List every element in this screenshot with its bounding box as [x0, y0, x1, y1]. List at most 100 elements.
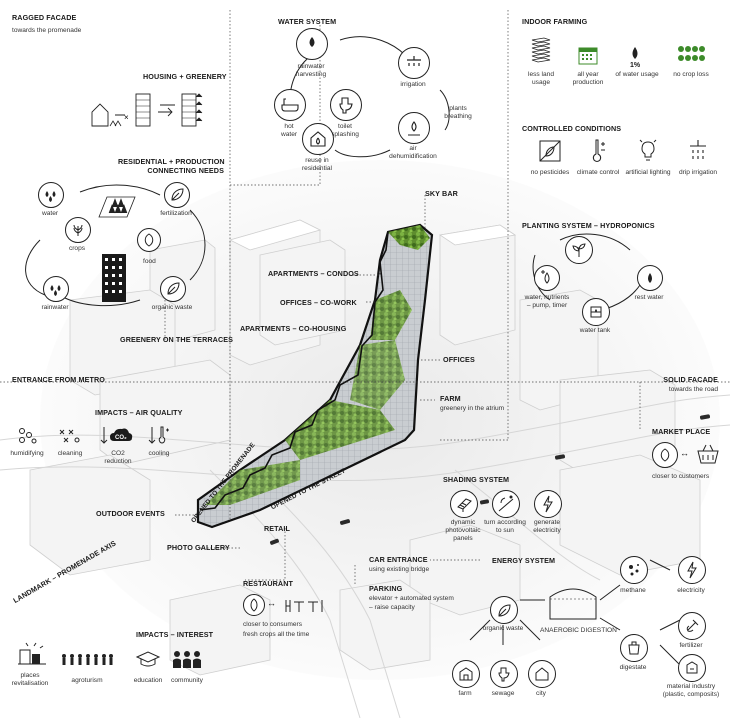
water-tank-icon	[582, 298, 610, 326]
energy-sewage: sewage	[491, 690, 515, 697]
indoor-water-usage: of water usage	[615, 71, 659, 78]
label-apartments-cohousing: APARTMENTS – CO-HOUSING	[240, 324, 347, 333]
air-humidifying: humidifying	[10, 450, 44, 457]
interest-places: places	[20, 672, 40, 679]
air-co2: CO2	[111, 450, 125, 457]
indoor-water-percent: 1%	[629, 62, 641, 69]
label-energy-system: ENERGY SYSTEM	[492, 556, 556, 565]
city-house-icon	[528, 660, 556, 688]
lightning-icon	[534, 490, 562, 518]
digestate-icon	[620, 634, 648, 662]
market-leaf-icon	[652, 442, 678, 468]
interest-community: community	[171, 677, 203, 684]
interest-revitalisation: revitalisation	[11, 680, 49, 687]
air-cleaning: cleaning	[57, 450, 83, 457]
tower-block-icon	[100, 252, 128, 304]
label-parking-sub2: – raise capacity	[369, 604, 415, 611]
label-retail: RETAIL	[264, 524, 291, 533]
crop-rows-icon	[677, 44, 705, 64]
energy-city: city	[536, 690, 546, 697]
house-drop-icon	[302, 123, 334, 155]
water-air-1: air	[409, 145, 417, 152]
energy-organic-icon	[490, 596, 518, 624]
svg-text:×: ×	[124, 113, 129, 122]
organic-waste-icon	[160, 276, 186, 302]
water-reuse-1: reuse in	[305, 157, 329, 164]
water-drops-icon	[38, 182, 64, 208]
controlled-climate: climate control	[576, 169, 620, 176]
label-parking: PARKING	[369, 584, 403, 593]
humidifying-icon	[16, 425, 40, 447]
exchange-arrows-icon: ↔	[680, 448, 689, 458]
hydro-water-2: – pump, timer	[526, 302, 568, 309]
water-hot-1: hot	[284, 123, 294, 130]
water-hot-2: water	[280, 131, 298, 138]
plant-sprout-icon	[565, 236, 593, 264]
connecting-crops: crops	[68, 245, 86, 252]
sun-angle-icon	[492, 490, 520, 518]
basket-icon	[696, 443, 720, 465]
label-water-system: WATER SYSTEM	[278, 17, 337, 26]
water-plants-1: plants	[449, 105, 467, 112]
label-sky-bar: SKY BAR	[425, 189, 458, 198]
label-photo-gallery: PHOTO GALLERY	[167, 543, 230, 552]
label-parking-sub1: elevator + automated system	[369, 595, 454, 602]
label-impacts-air: IMPACTS – AIR QUALITY	[95, 408, 183, 417]
water-harvesting-1: rainwater	[297, 63, 325, 70]
drip-irrigation-icon	[686, 138, 710, 164]
air-cooling: cooling	[148, 450, 170, 457]
restaurant-leaf-icon	[243, 594, 265, 616]
label-residential-production: RESIDENTIAL + PRODUCTION	[118, 157, 225, 166]
climate-control-icon	[588, 138, 608, 164]
calendar-icon	[577, 44, 599, 66]
graduation-cap-icon	[135, 650, 161, 670]
label-housing-greenery: HOUSING + GREENERY	[143, 72, 227, 81]
label-restaurant: RESTAURANT	[243, 579, 293, 588]
leaf-icon	[164, 182, 190, 208]
irrigation-icon	[398, 47, 430, 79]
label-offices: OFFICES	[443, 355, 475, 364]
svg-text:CO₂: CO₂	[115, 435, 127, 441]
cleaning-icon	[57, 425, 83, 447]
label-restaurant-sub2: fresh crops all the time	[243, 631, 310, 638]
water-air-2: dehumidification	[389, 153, 437, 160]
shading-to-sun: to sun	[496, 527, 514, 534]
label-entrance-metro: ENTRANCE FROM METRO	[12, 375, 105, 384]
crop-field-icon	[97, 193, 137, 219]
label-anaerobic: ANAEROBIC DIGESTION	[540, 627, 617, 634]
rainwater-icon	[43, 276, 69, 302]
shading-electricity: electricity	[533, 527, 561, 534]
sewage-toilet-icon	[490, 660, 518, 688]
energy-fertilizer: fertilizer	[679, 642, 703, 649]
label-farm-sub: greenery in the atrium	[440, 405, 505, 412]
pv-panel-icon	[450, 490, 478, 518]
air-reduction: reduction	[104, 458, 132, 465]
hydro-water-tank: water tank	[579, 327, 611, 334]
controlled-lighting: artificial lighting	[625, 169, 671, 176]
co2-cloud-icon: CO₂	[100, 423, 140, 447]
label-outdoor-events: OUTDOOR EVENTS	[96, 509, 165, 518]
indoor-all-year-1: all year	[577, 71, 599, 78]
crops-icon	[65, 217, 91, 243]
label-offices-cowork: OFFICES – CO-WORK	[280, 298, 357, 307]
label-indoor-farming: INDOOR FARMING	[522, 17, 588, 26]
water-reuse-2: residential	[301, 165, 333, 172]
thermometer-icon	[148, 423, 172, 447]
water-toilet-1: toilet	[338, 123, 352, 130]
label-market-sub: closer to customers	[652, 473, 710, 480]
water-harvesting-2: harvesting	[295, 71, 327, 78]
energy-organic-waste: organic waste	[482, 625, 524, 632]
label-farm: FARM	[440, 394, 461, 403]
energy-material-2: (plastic, composits)	[662, 691, 720, 698]
label-planting-system: PLANTING SYSTEM – HYDROPONICS	[522, 221, 655, 230]
food-icon	[137, 228, 161, 252]
hydro-water-1: water, nutrients	[524, 294, 570, 301]
air-dehumidification-icon	[398, 112, 430, 144]
label-greenery-terraces: GREENERY ON THE TERRACES	[120, 335, 234, 344]
label-connecting-needs: CONNECTING NEEDS	[147, 166, 224, 175]
stacked-layers-icon	[530, 36, 552, 66]
material-industry-icon	[678, 654, 706, 682]
bathtub-icon	[274, 89, 306, 121]
energy-material-1: material industry	[666, 683, 716, 690]
no-pesticides-icon	[537, 138, 563, 164]
